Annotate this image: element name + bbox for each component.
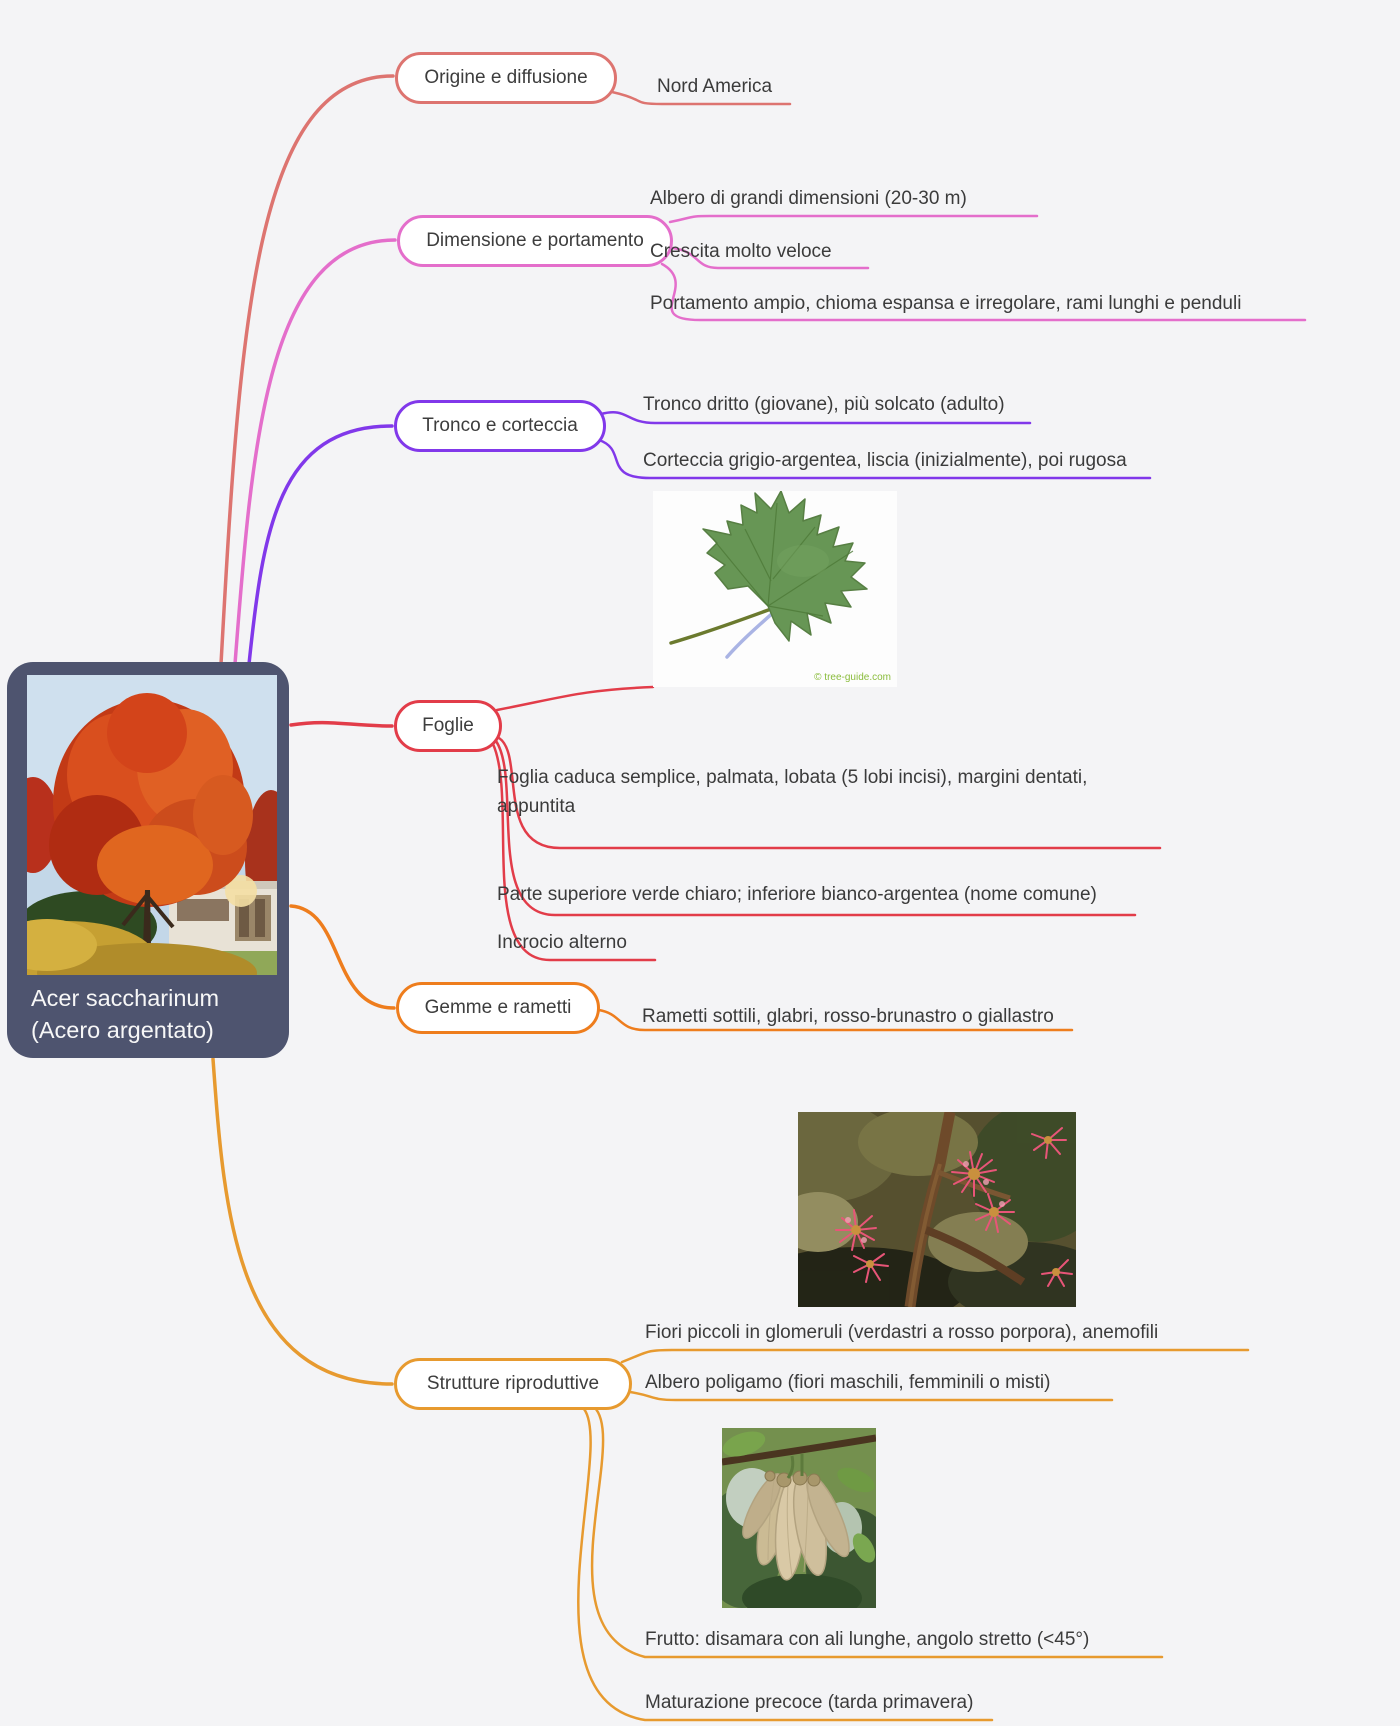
child-portamento-ampio[interactable]: Portamento ampio, chioma espansa e irreg… [650,293,1242,314]
root-topic-acer-saccharinum[interactable]: Acer saccharinum (Acero argentato) [7,662,289,1058]
flowers-illustration [798,1112,1076,1307]
topic-strutture-riproduttive[interactable]: Strutture riproduttive [394,1358,632,1410]
topic-label: Tronco e corteccia [422,415,578,436]
root-title: Acer saccharinum (Acero argentato) [31,982,219,1046]
samara-fruit-photo[interactable] [722,1428,876,1608]
child-albero-dimensioni[interactable]: Albero di grandi dimensioni (20-30 m) [650,188,967,209]
child-incrocio-alterno[interactable]: Incrocio alterno [497,932,627,953]
underline-fiori [620,1348,1250,1364]
branch-line-gemme [289,904,396,1010]
maple-flowers-photo[interactable] [798,1112,1076,1307]
child-frutto-disamara[interactable]: Frutto: disamara con ali lunghe, angolo … [645,1629,1090,1650]
underline-frutto [590,1405,1164,1659]
branch-line-foglie [289,720,394,728]
branch-line-origine [219,74,395,666]
underline-albero-dimensioni [668,214,1039,224]
samara-illustration [722,1428,876,1608]
branch-line-tronco [247,424,394,666]
child-corteccia[interactable]: Corteccia grigio-argentea, liscia (inizi… [643,450,1127,471]
autumn-tree-illustration [27,675,277,975]
child-crescita-veloce[interactable]: Crescita molto veloce [650,241,832,262]
topic-gemme-e-rametti[interactable]: Gemme e rametti [396,982,600,1034]
child-albero-poligamo[interactable]: Albero poligamo (fiori maschili, femmini… [645,1372,1051,1393]
topic-foglie[interactable]: Foglie [394,700,502,752]
topic-label: Dimensione e portamento [426,230,644,251]
child-foglia-caduca[interactable]: Foglia caduca semplice, palmata, lobata … [497,767,1088,817]
topic-label: Strutture riproduttive [426,1373,600,1394]
leaf-illustration [653,491,897,687]
child-rametti-sottili[interactable]: Rametti sottili, glabri, rosso-brunastro… [642,1006,1054,1027]
child-maturazione[interactable]: Maturazione precoce (tarda primavera) [645,1692,974,1713]
topic-label: Origine e diffusione [424,67,588,88]
silver-maple-leaf-photo[interactable]: © tree-guide.com [653,491,897,687]
line-to-leaf-photo [495,685,655,712]
topic-label: Foglie [422,715,474,736]
branch-line-strutture [211,1057,394,1386]
child-tronco-dritto[interactable]: Tronco dritto (giovane), più solcato (ad… [643,394,1005,415]
child-parte-superiore[interactable]: Parte superiore verde chiaro; inferiore … [497,884,1097,905]
root-title-line2: (Acero argentato) [31,1017,214,1043]
autumn-tree-photo[interactable] [27,675,277,975]
root-title-line1: Acer saccharinum [31,985,220,1011]
topic-origine-e-diffusione[interactable]: Origine e diffusione [395,52,617,104]
branch-line-dimensione [233,238,397,666]
leaf-photo-watermark: © tree-guide.com [814,672,891,683]
child-nord-america[interactable]: Nord America [657,76,773,97]
topic-label: Gemme e rametti [424,997,572,1018]
topic-tronco-e-corteccia[interactable]: Tronco e corteccia [394,400,606,452]
topic-dimensione-e-portamento[interactable]: Dimensione e portamento [397,215,673,267]
child-fiori-piccoli[interactable]: Fiori piccoli in glomeruli (verdastri a … [645,1322,1159,1343]
